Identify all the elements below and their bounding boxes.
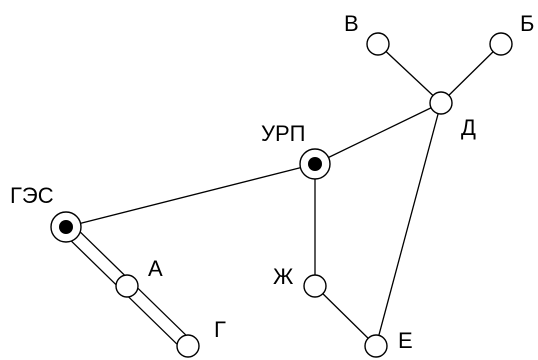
- nodes-layer: [50, 32, 513, 358]
- node-b: [489, 32, 513, 56]
- node-a: [115, 274, 139, 298]
- node-urp: [299, 148, 331, 180]
- node-ges-dot: [59, 220, 73, 234]
- edge-urp-ges: [65, 163, 316, 228]
- edge-d-e: [375, 102, 442, 347]
- edge-b-d: [440, 43, 502, 104]
- edges-layer: [60, 43, 502, 351]
- node-v: [366, 32, 390, 56]
- label-b: Б: [520, 11, 534, 36]
- label-d: Д: [461, 115, 476, 140]
- node-g: [176, 334, 200, 358]
- label-zh: Ж: [273, 264, 294, 289]
- edge-zh-e: [314, 285, 377, 347]
- edge-v-d: [377, 43, 442, 104]
- node-e: [364, 334, 388, 358]
- label-a: А: [148, 256, 163, 281]
- label-urp: УРП: [261, 121, 305, 146]
- labels-layer: В Б Д УРП ГЭС А Ж Г Е: [10, 11, 534, 353]
- node-urp-dot: [308, 157, 322, 171]
- node-ges: [50, 211, 82, 243]
- label-v: В: [344, 11, 359, 36]
- edge-d-urp: [314, 102, 442, 165]
- label-e: Е: [398, 328, 413, 353]
- label-g: Г: [214, 317, 226, 342]
- node-d: [429, 91, 453, 115]
- node-zh: [303, 274, 327, 298]
- label-ges: ГЭС: [10, 183, 54, 208]
